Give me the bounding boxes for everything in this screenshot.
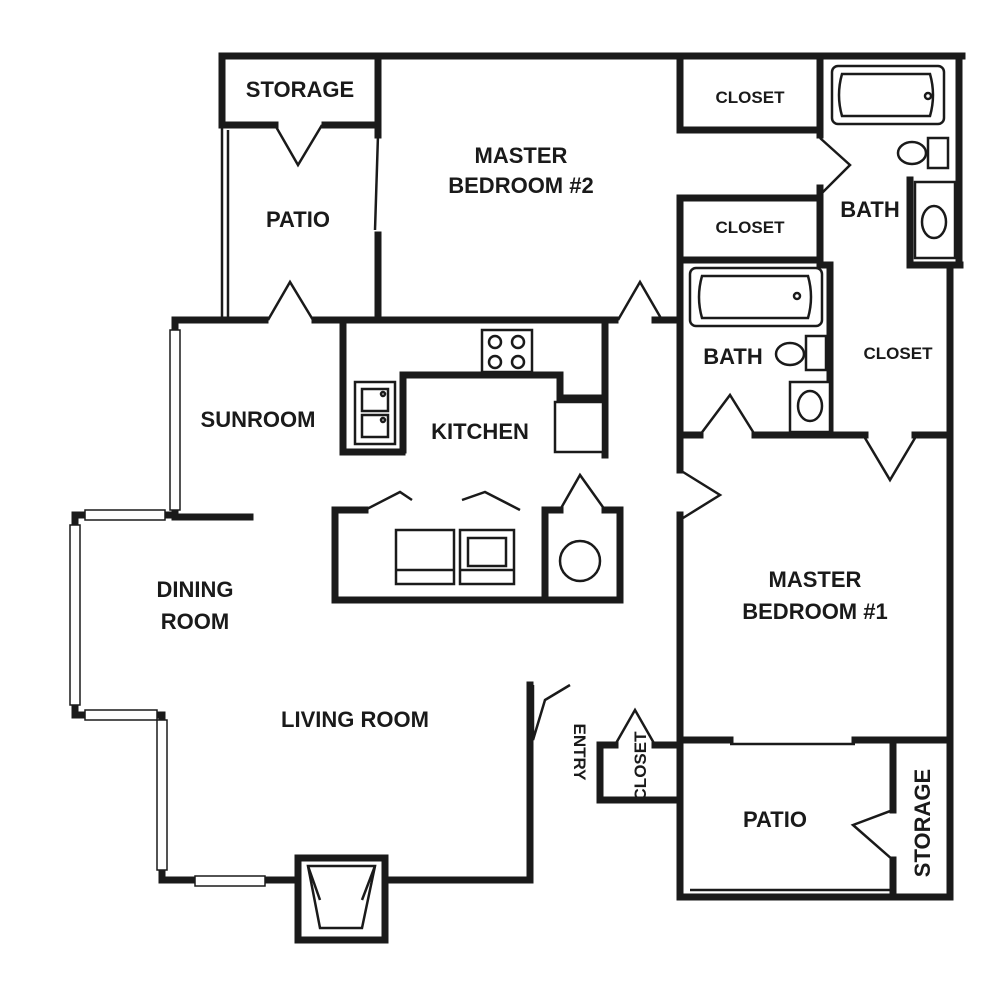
room-labels: STORAGE PATIO MASTER BEDROOM #2 CLOSET C… bbox=[157, 77, 936, 877]
label-living-room: LIVING ROOM bbox=[281, 707, 429, 732]
label-patio-bottom: PATIO bbox=[743, 807, 807, 832]
label-closet-entry: CLOSET bbox=[631, 731, 650, 801]
label-closet-right: CLOSET bbox=[864, 344, 934, 363]
toilet-top bbox=[926, 136, 950, 170]
label-bath-top: BATH bbox=[840, 197, 899, 222]
label-closet-mid: CLOSET bbox=[716, 218, 786, 237]
label-master-bedroom-1-line1: MASTER bbox=[769, 567, 862, 592]
toilet-mid bbox=[804, 334, 828, 372]
label-storage-top: STORAGE bbox=[246, 77, 354, 102]
label-sunroom: SUNROOM bbox=[201, 407, 316, 432]
label-dining-line2: ROOM bbox=[161, 609, 229, 634]
label-master-bedroom-2-line1: MASTER bbox=[475, 143, 568, 168]
water-heater bbox=[558, 539, 602, 583]
doors bbox=[266, 124, 917, 861]
label-kitchen: KITCHEN bbox=[431, 419, 529, 444]
bathtub-top bbox=[830, 64, 946, 126]
label-entry: ENTRY bbox=[570, 724, 589, 782]
label-master-bedroom-1-line2: BEDROOM #1 bbox=[742, 599, 887, 624]
label-patio-top: PATIO bbox=[266, 207, 330, 232]
fixtures bbox=[353, 64, 957, 586]
bathtub-mid bbox=[688, 266, 824, 328]
label-dining-line1: DINING bbox=[157, 577, 234, 602]
label-closet-top: CLOSET bbox=[716, 88, 786, 107]
refrigerator bbox=[553, 400, 605, 454]
washer bbox=[394, 528, 456, 586]
label-bath-mid: BATH bbox=[703, 344, 762, 369]
label-storage-bottom: STORAGE bbox=[910, 769, 935, 877]
walls bbox=[69, 52, 966, 944]
label-master-bedroom-2-line2: BEDROOM #2 bbox=[448, 173, 593, 198]
